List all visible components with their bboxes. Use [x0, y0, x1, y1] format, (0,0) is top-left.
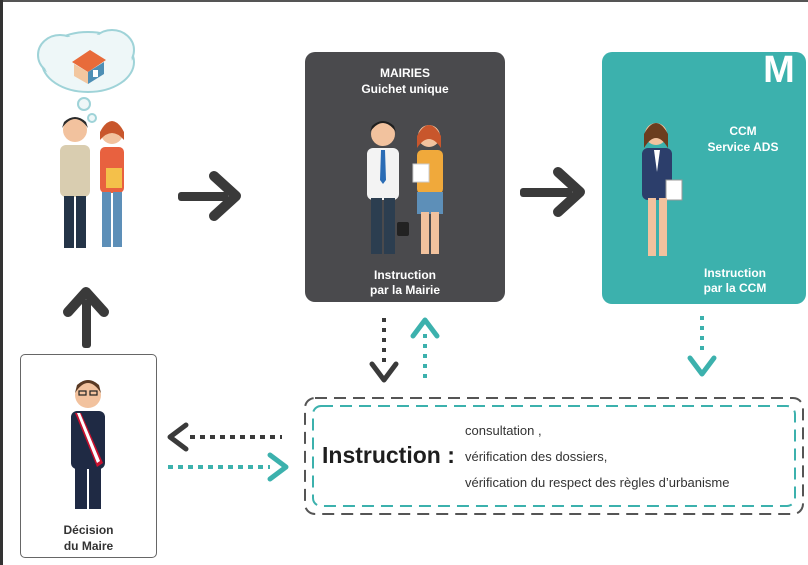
instruction-title: Instruction : [322, 442, 455, 468]
mairies-box: MAIRIES Guichet unique Instruction par l… [305, 52, 505, 302]
arrow-right-dotted-icon [168, 452, 289, 482]
mayor-decision-card: Décision du Maire [20, 354, 157, 558]
arrow-down-dotted-icon [369, 318, 399, 383]
instruction-line: vérification des dossiers, [465, 449, 608, 464]
arrow-right-icon [178, 171, 241, 221]
ccm-subtitle: Service ADS [707, 140, 779, 154]
instruction-box-outer [304, 397, 804, 515]
mairies-subtitle: Guichet unique [361, 82, 449, 96]
arrow-right-icon [520, 167, 585, 217]
arrow-left-dotted-icon [167, 422, 282, 452]
arrow-down-dotted-icon [687, 316, 717, 377]
mairies-title: MAIRIES [379, 66, 430, 80]
mayor-label-line1: Décision [63, 523, 114, 537]
frame-left-border [0, 0, 3, 565]
arrow-up-icon [63, 287, 109, 348]
instruction-box-inner [312, 405, 796, 507]
mayor-icon [71, 380, 105, 509]
frame-top-border [0, 0, 808, 2]
instruction-line: vérification du respect des règles d’urb… [465, 475, 730, 490]
officials-icon [367, 121, 443, 254]
ccm-footer-line2: par la CCM [703, 281, 767, 295]
mairies-footer-line1: Instruction [374, 268, 436, 282]
ccm-footer-line1: Instruction [704, 266, 766, 280]
ccm-agent-icon [642, 123, 683, 256]
arrow-up-dotted-icon [410, 317, 440, 380]
couple-icon [60, 117, 124, 248]
instruction-line: consultation , [465, 423, 542, 438]
ccm-logo: M [763, 49, 795, 91]
mairies-footer-line2: par la Mairie [369, 283, 441, 297]
house-icon [72, 50, 106, 84]
mayor-label-line2: du Maire [63, 539, 114, 553]
ccm-box: M CCM Service ADS Instruction par la CCM [602, 49, 806, 304]
ccm-title: CCM [729, 124, 757, 138]
